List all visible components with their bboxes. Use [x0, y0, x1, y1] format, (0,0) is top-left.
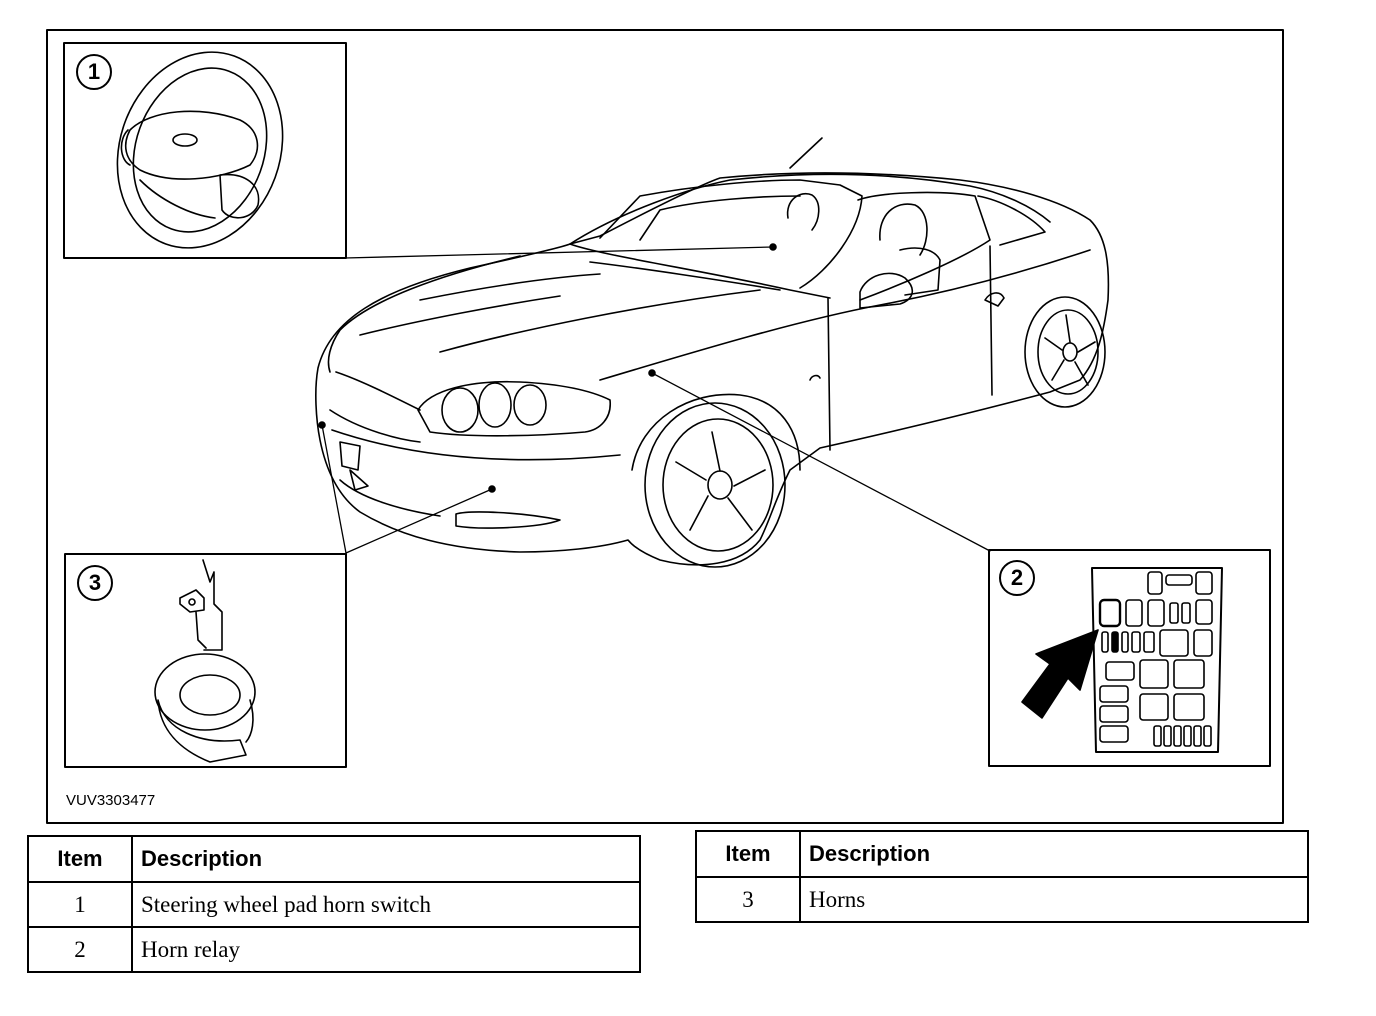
table-row: 1 Steering wheel pad horn switch [27, 881, 641, 928]
item-number: 1 [27, 881, 133, 928]
callout-2-label: 2 [1010, 565, 1024, 590]
callout-3-label: 3 [88, 570, 102, 595]
column-header-description: Description [799, 830, 1309, 878]
leader-lines [321, 246, 991, 554]
table-header-row: Item Description [27, 835, 641, 883]
inset-horn [64, 553, 347, 768]
item-description: Horn relay [131, 926, 641, 973]
item-description: Horns [799, 876, 1309, 923]
callout-1-circle [76, 54, 112, 90]
column-header-item: Item [27, 835, 133, 883]
callout-1-label: 1 [87, 59, 101, 84]
callout-3-circle [77, 565, 113, 601]
column-header-description: Description [131, 835, 641, 883]
item-number: 2 [27, 926, 133, 973]
arrow-icon [1021, 629, 1099, 719]
item-description: Steering wheel pad horn switch [131, 881, 641, 928]
item-number: 3 [695, 876, 801, 923]
legend-table-left: Item Description 1 Steering wheel pad ho… [27, 835, 641, 973]
table-row: 3 Horns [695, 876, 1309, 923]
column-header-item: Item [695, 830, 801, 878]
table-header-row: Item Description [695, 830, 1309, 878]
inset-relay-box [988, 549, 1271, 767]
car-illustration [315, 137, 1110, 568]
figure-frame [46, 29, 1284, 824]
legend-table-right: Item Description 3 Horns [695, 830, 1309, 923]
callout-2-circle [999, 560, 1035, 596]
figure-reference-code: VUV3303477 [66, 792, 156, 809]
table-row: 2 Horn relay [27, 926, 641, 973]
inset-steering-wheel [63, 42, 347, 259]
